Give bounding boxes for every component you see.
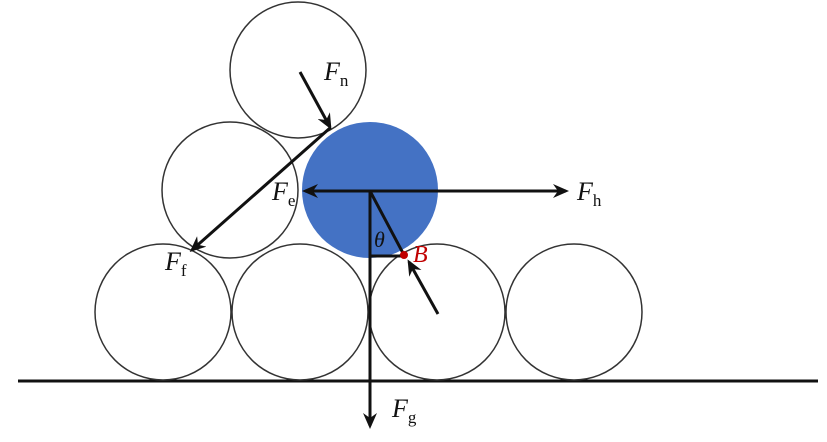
- top-ball: [229, 1, 367, 139]
- label-fn: Fn: [323, 57, 349, 90]
- bottom-ball-2: [231, 243, 369, 381]
- label-fe: Fe: [271, 177, 295, 210]
- label-fg: Fg: [391, 394, 417, 427]
- force-arrow-ff: [189, 126, 331, 252]
- label-fh: Fh: [576, 177, 602, 210]
- label-ff: Ff: [164, 247, 187, 280]
- label-point-b: B: [413, 242, 428, 268]
- bottom-ball-1: [94, 243, 232, 381]
- center-to-b-line: [368, 190, 406, 256]
- point-b-marker: [400, 251, 408, 259]
- bottom-ball-4: [505, 243, 643, 381]
- force-arrow-fn: [298, 71, 332, 130]
- label-theta: θ: [374, 227, 385, 252]
- contact-force-arrow-b: [407, 259, 440, 315]
- middle-ball-left: [161, 121, 299, 259]
